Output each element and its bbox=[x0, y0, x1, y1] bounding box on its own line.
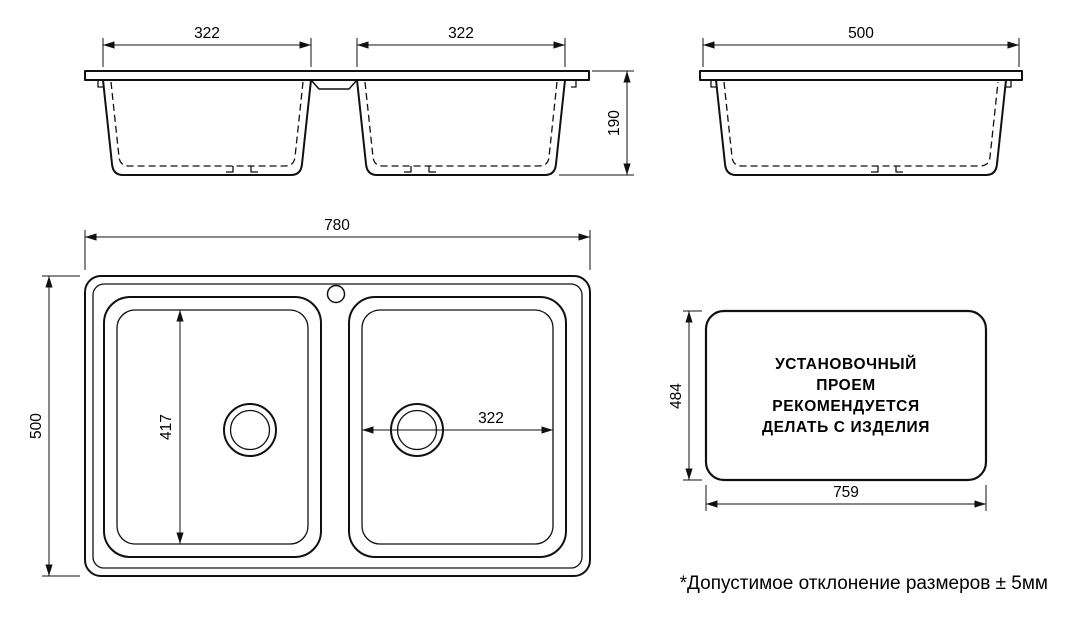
front-view: 322 322 190 bbox=[84, 25, 634, 176]
tolerance-footnote: *Допустимое отклонение размеров ± 5мм bbox=[680, 573, 1048, 594]
front-left-bowl-hidden-wall bbox=[110, 81, 304, 167]
plan-left-drain-inner bbox=[229, 409, 271, 451]
dim-plan-overall-width: 780 bbox=[324, 217, 350, 234]
plan-right-bowl-outer bbox=[348, 296, 567, 558]
dim-plan-bowl-inner-depth: 417 bbox=[158, 414, 175, 440]
front-right-bowl-hidden-wall bbox=[364, 81, 558, 167]
front-divider-notch bbox=[310, 79, 358, 90]
opening-note-line-4: ДЕЛАТЬ С ИЗДЕЛИЯ bbox=[762, 419, 930, 436]
front-left-drain-fitting bbox=[226, 166, 258, 173]
side-rim-lips bbox=[710, 80, 1012, 88]
side-bowl-outline bbox=[715, 79, 1007, 176]
front-left-bowl-extension-lines bbox=[102, 38, 312, 67]
dim-front-height: 190 bbox=[606, 110, 623, 136]
plan-outer-edge bbox=[84, 275, 591, 577]
front-left-bowl-outline bbox=[102, 79, 312, 176]
plan-rim-inner-edge bbox=[92, 283, 583, 569]
plan-left-drain-outer bbox=[223, 403, 277, 457]
plan-depth-extension-lines bbox=[42, 275, 80, 577]
faucet-hole bbox=[326, 284, 346, 304]
front-right-drain-fitting bbox=[404, 166, 436, 173]
plan-left-bowl-inner bbox=[116, 309, 309, 545]
dim-side-depth: 500 bbox=[848, 25, 874, 42]
dim-front-right-bowl-width: 322 bbox=[448, 25, 474, 42]
side-depth-extension-lines bbox=[702, 38, 1020, 67]
opening-height-extension-lines bbox=[683, 310, 702, 481]
opening-note-line-3: РЕКОМЕНДУЕТСЯ bbox=[772, 398, 919, 415]
front-right-bowl-outline bbox=[356, 79, 566, 176]
dim-plan-overall-depth: 500 bbox=[28, 413, 45, 439]
opening-note-line-2: ПРОЕМ bbox=[816, 377, 876, 394]
side-rim-outline bbox=[699, 70, 1023, 81]
plan-left-bowl-outer bbox=[103, 296, 322, 558]
opening-outline bbox=[704, 309, 988, 482]
dim-plan-bowl-inner-width: 322 bbox=[478, 410, 504, 427]
dim-opening-width: 759 bbox=[833, 484, 859, 501]
plan-view: 780 500 417 322 bbox=[28, 217, 591, 577]
front-rim-lips bbox=[97, 80, 577, 88]
opening-note-line-1: УСТАНОВОЧНЫЙ bbox=[775, 355, 917, 373]
side-view: 500 bbox=[699, 25, 1023, 176]
plan-width-extension-lines bbox=[84, 230, 591, 270]
dim-opening-height: 484 bbox=[668, 383, 685, 409]
dim-front-left-bowl-width: 322 bbox=[194, 25, 220, 42]
side-drain-fitting bbox=[871, 166, 903, 173]
side-bowl-hidden-wall bbox=[723, 81, 999, 167]
front-right-bowl-extension-lines bbox=[356, 38, 566, 67]
installation-opening: УСТАНОВОЧНЫЙ ПРОЕМ РЕКОМЕНДУЕТСЯ ДЕЛАТЬ … bbox=[668, 309, 988, 511]
front-rim-outline bbox=[84, 70, 590, 81]
